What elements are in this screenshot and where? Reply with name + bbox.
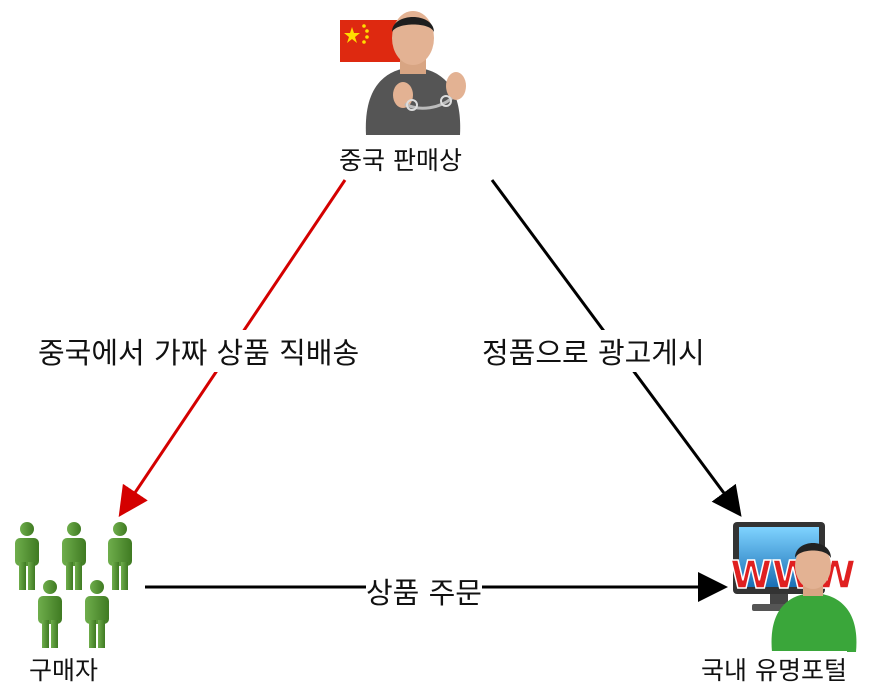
edge-label-fake-shipping: 중국에서 가짜 상품 직배송 — [38, 330, 360, 372]
people-group-icon — [15, 522, 132, 648]
person-icon — [85, 580, 109, 648]
china-flag-icon — [340, 20, 402, 62]
person-icon — [15, 522, 39, 590]
seller-label: 중국 판매상 — [339, 141, 462, 177]
handcuffed-man-icon — [365, 11, 466, 135]
person-icon — [38, 580, 62, 648]
buyers-label: 구매자 — [29, 651, 99, 687]
edge-label-advertise: 정품으로 광고게시 — [482, 330, 705, 372]
edge-label-order: 상품 주문 — [366, 570, 482, 612]
www-monitor-man-icon: WWW — [729, 522, 857, 652]
portal-label: 국내 유명포털 — [701, 651, 847, 687]
person-icon — [62, 522, 86, 590]
person-icon — [108, 522, 132, 590]
www-text: WWW — [730, 553, 856, 597]
